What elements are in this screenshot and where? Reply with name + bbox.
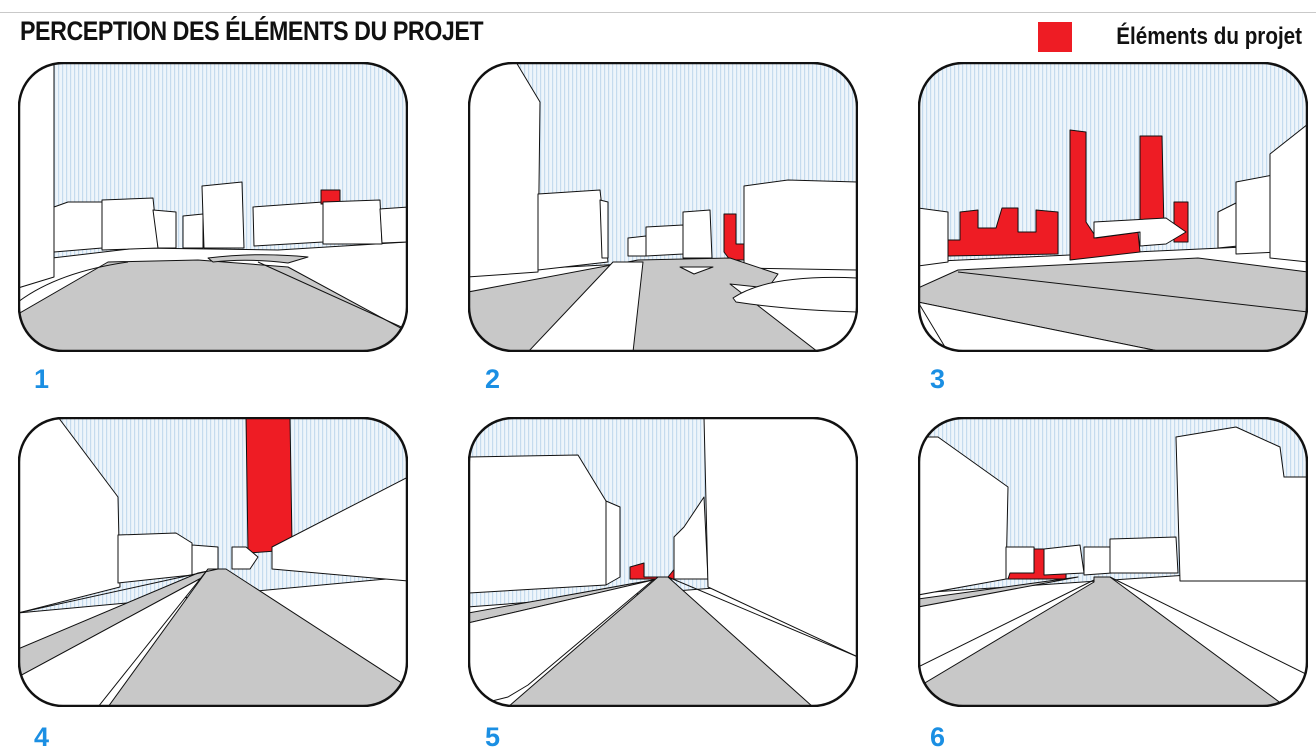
legend-swatch <box>1037 22 1072 52</box>
view-6 <box>918 417 1308 707</box>
view-2 <box>468 62 858 352</box>
page-title: PERCEPTION DES ÉLÉMENTS DU PROJET <box>20 16 484 46</box>
legend-label: Éléments du projet <box>1116 23 1302 50</box>
view-3 <box>918 62 1308 352</box>
top-rule <box>0 12 1316 13</box>
view-number-6: 6 <box>930 722 946 752</box>
view-number-2: 2 <box>485 364 501 394</box>
view-number-5: 5 <box>485 722 501 752</box>
view-number-1: 1 <box>34 364 50 394</box>
view-1 <box>18 62 408 352</box>
view-4 <box>18 417 408 707</box>
view-number-3: 3 <box>930 364 946 394</box>
view-number-4: 4 <box>34 722 50 752</box>
legend: Éléments du projet <box>1037 22 1302 52</box>
view-5 <box>468 417 858 707</box>
